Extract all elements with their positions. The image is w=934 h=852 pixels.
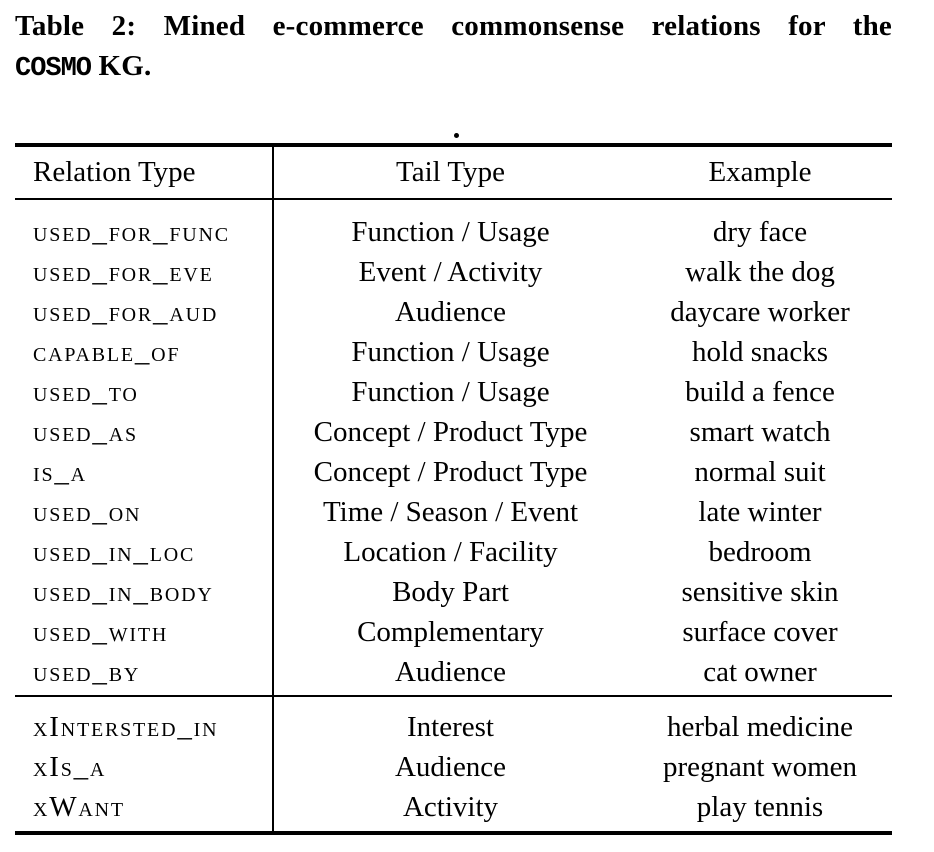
- tail-type-cell: Concept / Product Type: [313, 415, 588, 448]
- tail-type-cell: Audience: [394, 656, 507, 689]
- example-cell: herbal medicine: [667, 710, 853, 743]
- table-row: is_a Concept / Product Type normal suit: [15, 452, 892, 492]
- tail-type-cell: Function / Usage: [351, 335, 550, 368]
- tail-type-cell: Concept / Product Type: [313, 456, 588, 488]
- tail-type-cell: Audience: [394, 295, 507, 328]
- example-cell: build a fence: [685, 375, 835, 408]
- table-section-rule: [15, 695, 892, 698]
- col-header-relation-type: Relation Type: [33, 155, 196, 188]
- tail-type-cell: Location / Facility: [343, 536, 558, 569]
- relation-type-cell: used_by: [33, 656, 141, 689]
- example-cell: play tennis: [696, 790, 824, 823]
- example-cell: cat owner: [703, 656, 817, 689]
- table-row: used_in_loc Location / Facility bedroom: [15, 533, 892, 573]
- tail-type-cell: Body Part: [392, 576, 509, 609]
- relation-type-cell: xIs_a: [33, 750, 107, 783]
- table-row: capable_of Function / Usage hold snacks: [15, 332, 892, 372]
- example-cell: pregnant women: [662, 750, 858, 783]
- relation-type-cell: used_in_body: [33, 576, 214, 609]
- table-row: xIntersted_in Interest herbal medicine: [15, 707, 892, 747]
- col-header-tail-type: Tail Type: [396, 155, 505, 188]
- example-cell: hold snacks: [691, 335, 829, 368]
- tail-type-cell: Audience: [394, 750, 507, 783]
- table-header-row: Relation Type Tail Type Example: [15, 146, 892, 198]
- stray-dot: [454, 133, 459, 138]
- table-row: xWant Activity play tennis: [15, 787, 892, 827]
- example-cell: daycare worker: [670, 295, 850, 328]
- table-bottom-rule: [15, 831, 892, 835]
- relations-table: Relation Type Tail Type Example used_for…: [15, 0, 892, 852]
- relation-type-cell: used_in_loc: [33, 536, 196, 569]
- example-cell: bedroom: [708, 536, 812, 569]
- col-header-example: Example: [708, 155, 812, 188]
- tail-type-cell: Time / Season / Event: [322, 496, 579, 529]
- example-cell: smart watch: [689, 415, 831, 448]
- table-row: used_with Complementary surface cover: [15, 613, 892, 653]
- example-cell: surface cover: [682, 616, 838, 649]
- relation-type-cell: xWant: [33, 790, 125, 823]
- table-top-rule: [15, 143, 892, 147]
- table-row: used_by Audience cat owner: [15, 653, 892, 693]
- tail-type-cell: Complementary: [357, 616, 544, 649]
- relation-type-cell: used_on: [33, 496, 142, 529]
- table-section-1: used_for_func Function / Usage dry face …: [15, 200, 892, 695]
- caption-line-1: Table 2: Mined e-commerce commonsense re…: [15, 10, 892, 42]
- kg-name: COSMO: [15, 54, 92, 84]
- relation-type-cell: xIntersted_in: [33, 710, 219, 743]
- table-row: used_on Time / Season / Event late winte…: [15, 493, 892, 533]
- relation-type-cell: capable_of: [33, 335, 181, 368]
- tail-type-cell: Activity: [402, 790, 499, 823]
- tail-type-cell: Function / Usage: [351, 375, 550, 408]
- relation-type-cell: used_for_aud: [33, 295, 219, 328]
- table-row: used_for_aud Audience daycare worker: [15, 292, 892, 332]
- relation-type-cell: used_for_eve: [33, 255, 214, 288]
- relation-type-cell: used_to: [33, 375, 139, 408]
- table-header-rule: [15, 198, 892, 201]
- caption-line-2-rest: KG.: [91, 50, 152, 82]
- tail-type-cell: Interest: [407, 710, 494, 743]
- example-cell: sensitive skin: [681, 576, 839, 609]
- tail-type-cell: Event / Activity: [358, 255, 543, 288]
- table-section-2: xIntersted_in Interest herbal medicine x…: [15, 697, 892, 831]
- column-divider-rule: [272, 146, 274, 831]
- table-row: xIs_a Audience pregnant women: [15, 747, 892, 787]
- relation-type-cell: used_as: [33, 415, 138, 448]
- example-cell: normal suit: [694, 456, 826, 488]
- table-row: used_in_body Body Part sensitive skin: [15, 573, 892, 613]
- table-row: used_for_eve Event / Activity walk the d…: [15, 252, 892, 292]
- example-cell: walk the dog: [685, 255, 835, 288]
- relation-type-cell: is_a: [33, 456, 87, 488]
- table-caption: Table 2: Mined e-commerce commonsense re…: [15, 6, 892, 89]
- table-row: used_to Function / Usage build a fence: [15, 372, 892, 412]
- relation-type-cell: used_for_func: [33, 215, 230, 248]
- example-cell: late winter: [698, 496, 822, 529]
- caption-line-2: COSMO KG.: [15, 46, 892, 89]
- table-row: used_as Concept / Product Type smart wat…: [15, 412, 892, 452]
- example-cell: dry face: [712, 215, 808, 248]
- table-row: used_for_func Function / Usage dry face: [15, 212, 892, 252]
- relation-type-cell: used_with: [33, 616, 169, 649]
- tail-type-cell: Function / Usage: [351, 215, 550, 248]
